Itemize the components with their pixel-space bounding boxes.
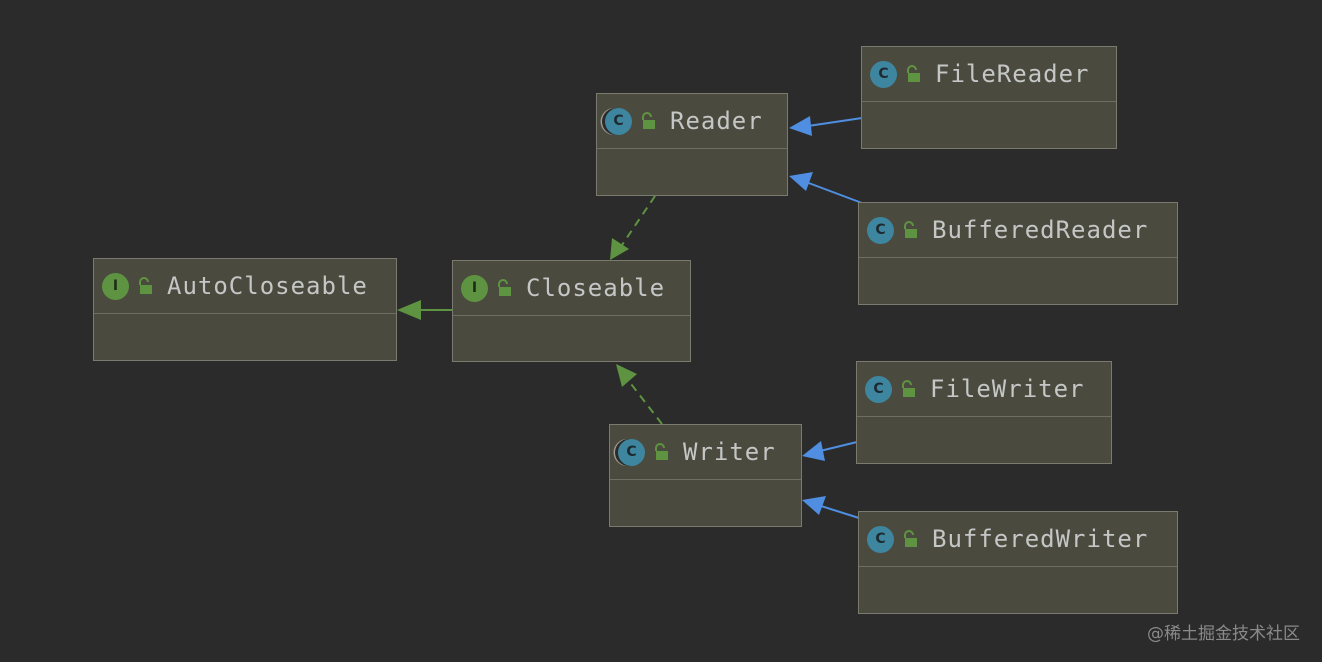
node-header: I AutoCloseable [94,259,396,314]
node-label: Closeable [526,274,666,302]
node-label: AutoCloseable [167,272,368,300]
node-bufferedreader[interactable]: C BufferedReader [858,202,1178,305]
node-header: C FileWriter [857,362,1111,417]
abstract-class-icon: C [605,107,632,135]
edge-writer-closeable [627,379,663,425]
edge-filewriter-writer [819,441,858,452]
node-label: FileReader [935,60,1090,88]
node-reader[interactable]: C Reader [596,93,788,196]
class-icon: C [870,60,897,88]
arrowhead-reader-1 [789,116,812,136]
class-icon: C [867,525,894,553]
interface-icon: I [461,274,488,302]
unlock-icon [655,443,668,460]
edge-bufferedwriter-writer [820,505,860,519]
unlock-icon [498,279,511,296]
unlock-icon [904,530,917,547]
class-icon: C [867,216,894,244]
arrowhead-writer-1 [802,441,825,461]
edge-reader-closeable [621,195,656,246]
unlock-icon [139,277,152,294]
interface-icon: I [102,272,129,300]
unlock-icon [904,221,917,238]
node-header: C Reader [597,94,787,149]
node-filewriter[interactable]: C FileWriter [856,361,1112,464]
node-label: BufferedReader [932,216,1149,244]
arrowhead-autocloseable [397,300,421,320]
unlock-icon [642,112,655,129]
node-header: C Writer [610,425,801,480]
arrowhead-closeable-top [610,238,629,260]
arrowhead-reader-2 [789,172,813,191]
node-label: BufferedWriter [932,525,1149,553]
node-label: Reader [670,107,763,135]
unlock-icon [907,65,920,82]
node-label: Writer [683,438,776,466]
node-header: C BufferedWriter [859,512,1177,567]
watermark: @稀土掘金技术社区 [1147,624,1300,644]
node-header: I Closeable [453,261,690,316]
node-closeable[interactable]: I Closeable [452,260,691,362]
unlock-icon [902,380,915,397]
arrowhead-closeable-bottom [616,364,637,387]
node-autocloseable[interactable]: I AutoCloseable [93,258,397,361]
node-bufferedwriter[interactable]: C BufferedWriter [858,511,1178,614]
edge-bufferedreader-reader [805,181,863,204]
node-header: C FileReader [862,47,1116,102]
node-writer[interactable]: C Writer [609,424,802,527]
node-filereader[interactable]: C FileReader [861,46,1117,149]
node-label: FileWriter [930,375,1085,403]
arrowhead-writer-2 [802,496,826,515]
class-icon: C [865,375,892,403]
node-header: C BufferedReader [859,203,1177,258]
edge-filereader-reader [807,117,863,127]
abstract-class-icon: C [618,438,645,466]
